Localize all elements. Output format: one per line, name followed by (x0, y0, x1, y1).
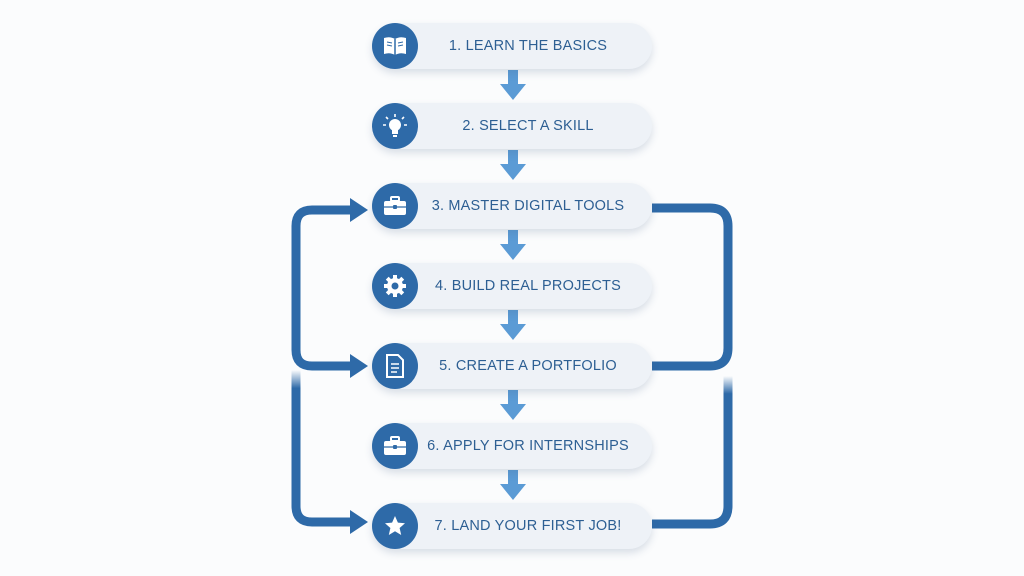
briefcase-icon (372, 183, 418, 229)
arrow-3-4 (500, 230, 526, 260)
step-2: 2. SELECT A SKILL (372, 103, 652, 149)
arrow-1-2 (500, 70, 526, 100)
book-icon (372, 23, 418, 69)
arrow-5-6 (500, 390, 526, 420)
step-label: 7. LAND YOUR FIRST JOB! (434, 518, 622, 534)
step-5: 5. CREATE A PORTFOLIO (372, 343, 652, 389)
right-loop-lower (652, 376, 733, 529)
left-loop-lower (291, 370, 368, 534)
step-label: 1. LEARN THE BASICS (448, 38, 608, 54)
step-label: 5. CREATE A PORTFOLIO (439, 358, 617, 374)
arrow-4-5 (500, 310, 526, 340)
briefcase-icon (372, 423, 418, 469)
step-4: 4. BUILD REAL PROJECTS (372, 263, 652, 309)
arrow-6-7 (500, 470, 526, 500)
left-loop-upper (291, 198, 368, 378)
down-arrows (500, 70, 526, 500)
step-1: 1. LEARN THE BASICS (372, 23, 652, 69)
step-label: 6. APPLY FOR INTERNSHIPS (427, 438, 629, 454)
document-icon (372, 343, 418, 389)
lightbulb-icon (372, 103, 418, 149)
arrow-2-3 (500, 150, 526, 180)
star-icon (372, 503, 418, 549)
gear-icon (372, 263, 418, 309)
step-6: 6. APPLY FOR INTERNSHIPS (372, 423, 652, 469)
step-label: 3. MASTER DIGITAL TOOLS (431, 198, 625, 214)
right-loop-upper (652, 203, 733, 371)
step-label: 2. SELECT A SKILL (462, 118, 594, 134)
step-label: 4. BUILD REAL PROJECTS (435, 278, 621, 294)
step-7: 7. LAND YOUR FIRST JOB! (372, 503, 652, 549)
step-3: 3. MASTER DIGITAL TOOLS (372, 183, 652, 229)
